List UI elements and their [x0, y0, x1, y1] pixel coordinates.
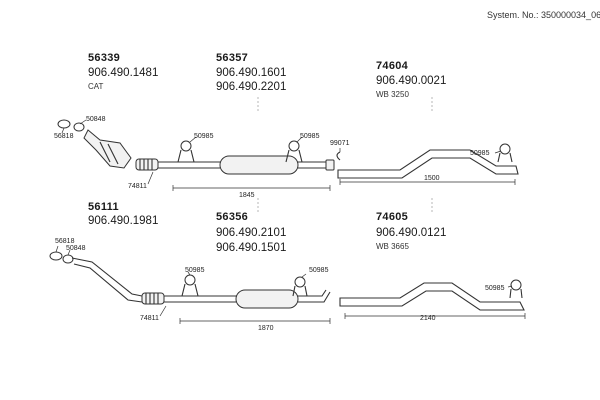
- callout-label: 56818: [55, 238, 75, 245]
- front-pipe-icon: [158, 161, 220, 169]
- part-number-upper-rear: 74604: [376, 60, 409, 72]
- part-number-lower-middle: 56356: [216, 211, 249, 223]
- intermediate-pipe-icon: [164, 295, 236, 303]
- clamp-icon: [292, 276, 308, 297]
- rear-tail-pipe-icon: [339, 282, 525, 311]
- note-lower-rear: WB 3665: [376, 242, 409, 251]
- leader-line: [187, 271, 191, 276]
- callout-label: 50848: [86, 116, 106, 123]
- dimension-line-lower-rear: [344, 313, 526, 319]
- upper-exhaust-system: 50848 56818 50985 50985 99071 50985 7481…: [54, 116, 519, 199]
- callout-label: 50985: [300, 133, 320, 140]
- callout-label: 50985: [194, 133, 214, 140]
- dimension-line-lower-front: [179, 318, 331, 324]
- callout-label: 50985: [470, 150, 490, 157]
- leader-line: [301, 273, 307, 278]
- oem-number-lower-rear-1: 906.490.0121: [376, 227, 447, 239]
- middle-muffler-icon: [219, 155, 299, 175]
- callout-label: 99071: [330, 140, 350, 147]
- seal-ring-icon: [62, 254, 74, 264]
- dimension-label: 2140: [420, 315, 436, 322]
- gasket-icon: [49, 251, 63, 261]
- clamp-icon: [509, 279, 523, 299]
- clamp-icon: [285, 140, 303, 163]
- leader-line: [159, 305, 167, 317]
- hanger-icon: [336, 151, 341, 161]
- dimension-line-upper-front: [172, 185, 331, 191]
- leader-line: [61, 127, 65, 134]
- part-number-upper-middle: 56357: [216, 52, 249, 64]
- clamp-icon: [181, 274, 199, 297]
- middle-tail-pipe-icon: [298, 289, 331, 303]
- callout-label: 50848: [66, 245, 86, 252]
- flex-pipe-icon: [135, 158, 159, 171]
- lower-exhaust-system: 56818 50848 50985 50985 50985 74811 1870…: [49, 238, 526, 332]
- callout-label: 50985: [309, 267, 329, 274]
- oem-number-upper-middle-1: 906.490.1601: [216, 67, 287, 79]
- leader-line: [67, 249, 71, 256]
- leader-line: [147, 171, 154, 185]
- leader-line: [79, 119, 87, 125]
- callout-label: 74811: [128, 183, 147, 190]
- system-number: System. No.: 350000034_06: [487, 10, 600, 20]
- middle-tail-pipe-icon: [298, 161, 330, 169]
- leader-line: [507, 285, 513, 288]
- front-pipe-icon: [71, 257, 143, 303]
- note-upper-cat: CAT: [88, 82, 104, 91]
- oem-number-upper-middle-2: 906.490.2201: [216, 81, 287, 93]
- part-number-lower-front: 56111: [88, 201, 119, 213]
- dimension-label: 1845: [239, 192, 255, 199]
- dimension-label: 1870: [258, 325, 274, 332]
- part-number-lower-rear: 74605: [376, 211, 409, 223]
- pipe-end-icon: [325, 159, 335, 171]
- oem-number-lower-middle-2: 906.490.1501: [216, 242, 287, 254]
- seal-ring-icon: [73, 122, 85, 132]
- dimension-line-upper-rear: [339, 179, 516, 185]
- middle-muffler-icon: [235, 289, 299, 309]
- flex-pipe-icon: [141, 292, 165, 305]
- catalytic-converter-icon: [83, 129, 132, 169]
- clamp-icon: [497, 143, 513, 163]
- leader-line: [189, 136, 197, 143]
- callout-label: 50985: [485, 285, 505, 292]
- part-number-upper-cat: 56339: [88, 52, 121, 64]
- oem-number-upper-cat-1: 906.490.1481: [88, 67, 159, 79]
- leader-line: [494, 150, 502, 154]
- oem-number-lower-middle-1: 906.490.2101: [216, 227, 287, 239]
- leader-line: [55, 245, 59, 253]
- callout-label: 56818: [54, 133, 74, 140]
- dimension-label: 1500: [424, 175, 440, 182]
- oem-number-upper-rear-1: 906.490.0021: [376, 75, 447, 87]
- note-upper-rear: WB 3250: [376, 90, 409, 99]
- rear-tail-pipe-icon: [337, 149, 519, 179]
- clamp-icon: [177, 140, 195, 163]
- oem-number-lower-front-1: 906.490.1981: [88, 215, 159, 227]
- callout-label: 50985: [185, 267, 205, 274]
- gasket-icon: [57, 119, 71, 129]
- leader-line: [296, 136, 303, 143]
- callout-label: 74811: [140, 315, 159, 322]
